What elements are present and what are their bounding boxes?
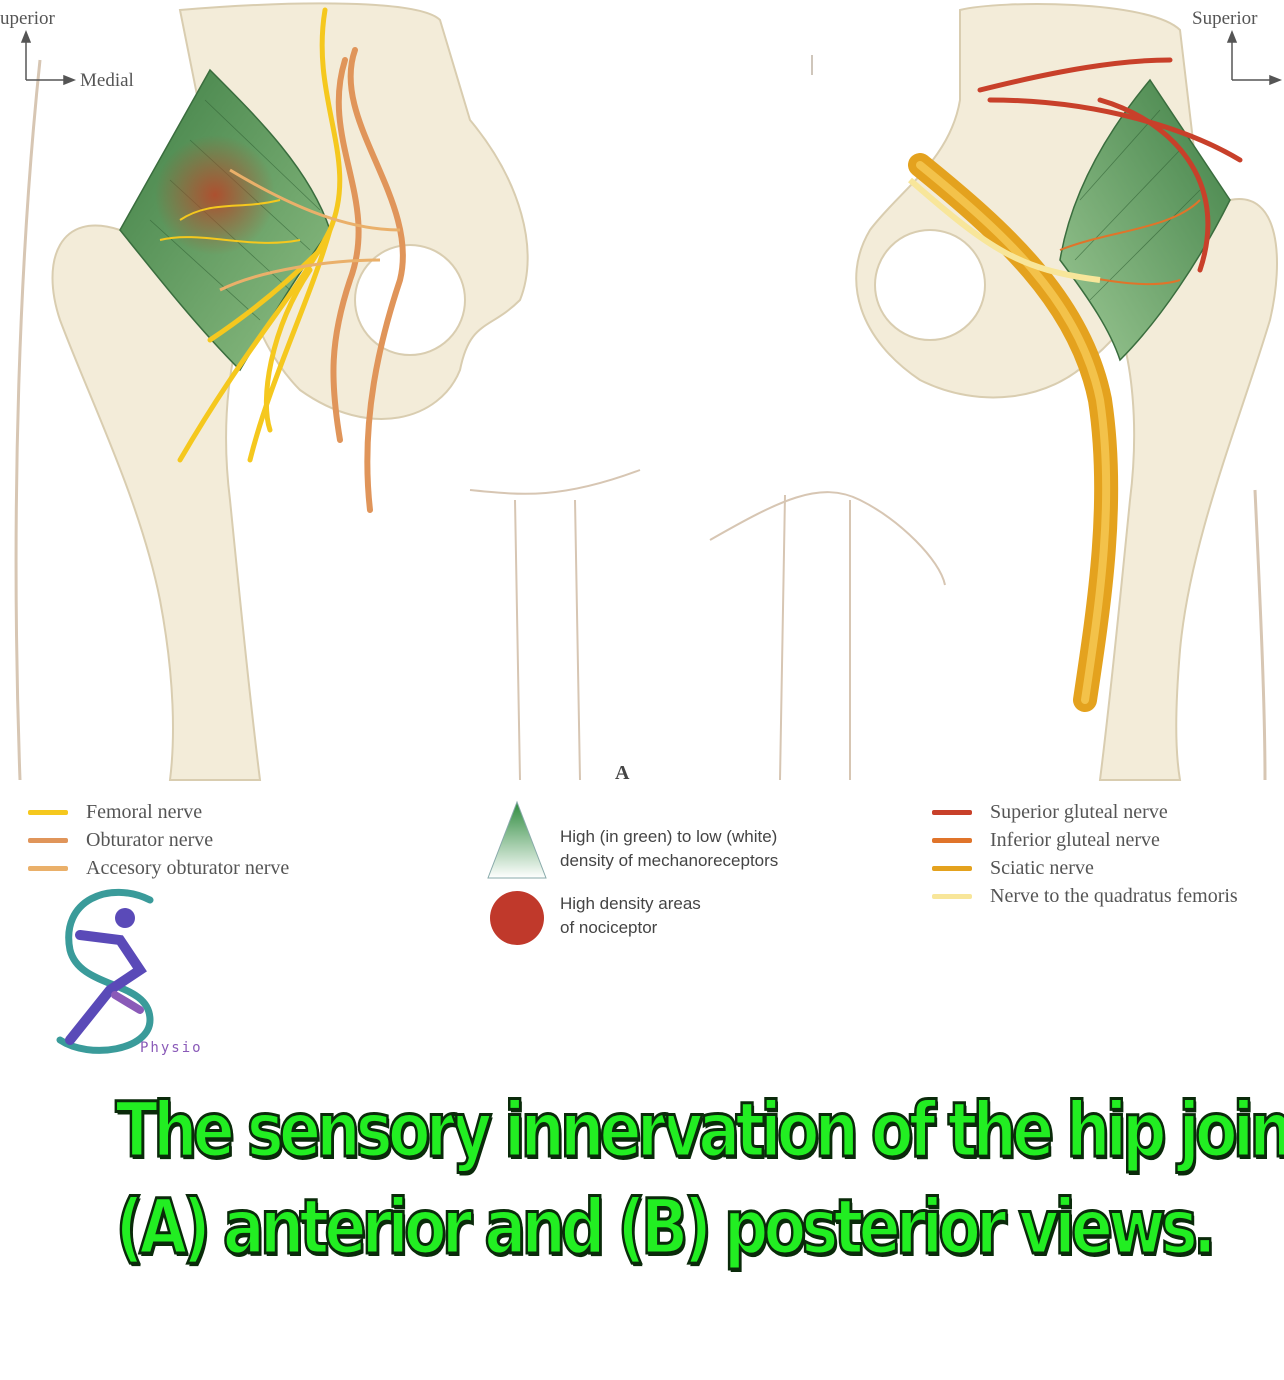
legend-label: Superior gluteal nerve [990,800,1168,823]
legend-item: Superior gluteal nerve [932,798,1238,826]
mechanoreceptor-line1: High (in green) to low (white) [560,827,778,846]
legend-item: Sciatic nerve [932,854,1238,882]
physio-logo [56,888,154,1054]
orientation-arrows-left [20,29,77,86]
legend-swatch [932,865,972,871]
nociceptor-circle-icon [490,891,544,945]
nociceptor-line1: High density areas [560,894,701,913]
mechanoreceptor-legend: High (in green) to low (white) density o… [560,825,778,873]
mechanoreceptor-triangle-icon [487,800,547,879]
legend-label: Femoral nerve [86,800,203,823]
legend-swatch [28,809,68,815]
legend-label: Accesory obturator nerve [86,856,290,879]
mechanoreceptor-line2: density of mechanoreceptors [560,851,779,870]
legend-swatch [932,893,972,899]
legend-item: Femoral nerve [28,798,289,826]
legend-label: Inferior gluteal nerve [990,828,1160,851]
legend-swatch [932,809,972,815]
legend-left: Femoral nerve Obturator nerve Accesory o… [28,798,289,882]
panel-label: A [615,762,630,784]
legend-item: Inferior gluteal nerve [932,826,1238,854]
nociceptor-legend: High density areas of nociceptor [560,892,701,940]
legend-item: Accesory obturator nerve [28,854,289,882]
orientation-arrows-right [1226,29,1283,86]
anterior-view [14,2,641,781]
legend-item: Nerve to the quadratus femoris [932,882,1238,910]
legend-swatch [28,865,68,871]
orientation-medial-label: Medial [80,70,134,91]
hip-innervation-illustration [14,2,1283,1054]
legend-label: Nerve to the quadratus femoris [990,884,1238,907]
nociceptor-line2: of nociceptor [560,918,658,937]
legend-label: Obturator nerve [86,828,214,851]
posterior-view [709,3,1278,781]
legend-right: Superior gluteal nerve Inferior gluteal … [932,798,1238,910]
legend-swatch [28,837,68,843]
legend-item: Obturator nerve [28,826,289,854]
caption-line1: The sensory innervation of the hip joint… [114,1084,1284,1176]
orientation-superior-right: Superior [1192,8,1258,29]
legend-label: Sciatic nerve [990,856,1094,879]
caption-line2: (A) anterior and (B) posterior views. [114,1181,1217,1273]
logo-text: Physio [140,1040,203,1056]
legend-swatch [932,837,972,843]
orientation-superior-left: uperior [0,8,55,29]
